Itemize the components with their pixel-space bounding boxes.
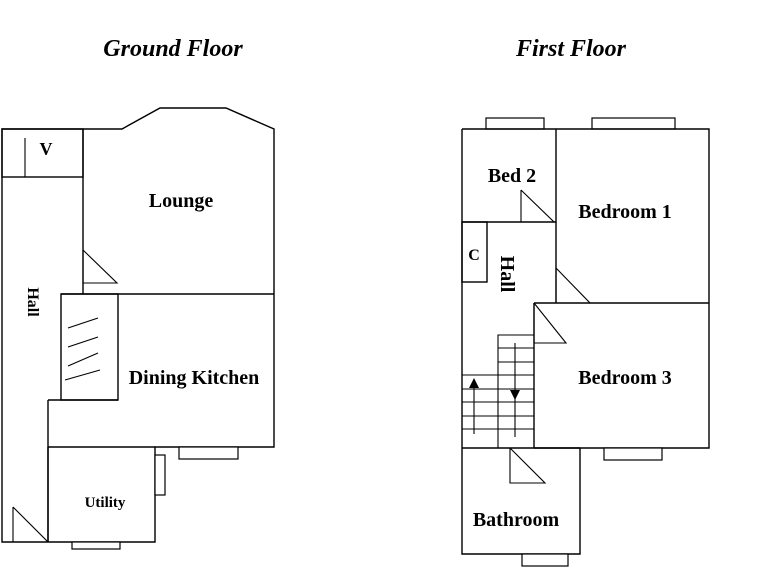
meter-cupboard-label: V [40,139,53,159]
first-hall-label: Hall [496,256,518,293]
utility-label: Utility [85,495,126,511]
dining-kitchen-label: Dining Kitchen [129,367,260,389]
bedroom1-window [591,117,676,130]
ground-hall-label: Hall [24,287,41,317]
kitchen-window [178,446,239,460]
lounge-label: Lounge [149,190,214,212]
first-floor-walls [461,128,710,555]
bedroom1-label: Bedroom 1 [578,201,672,223]
first-cupboard [461,221,488,283]
utility-window [71,541,121,550]
bathroom-window [521,553,569,567]
ground-floor-title: Ground Floor [103,36,243,62]
bathroom-label: Bathroom [473,509,560,531]
first-stairs [462,334,534,448]
bed2-label: Bed 2 [488,165,536,187]
first-floor-title: First Floor [515,36,627,62]
ground-floor-doors [12,138,119,543]
ground-stairs [64,317,101,381]
bedroom3-window [603,447,663,461]
bedroom3-label: Bedroom 3 [578,367,672,389]
first-cupboard-label: C [468,247,480,264]
ground-floor-walls [1,107,275,543]
bed2-window [485,117,545,130]
first-floor-doors [509,189,592,484]
